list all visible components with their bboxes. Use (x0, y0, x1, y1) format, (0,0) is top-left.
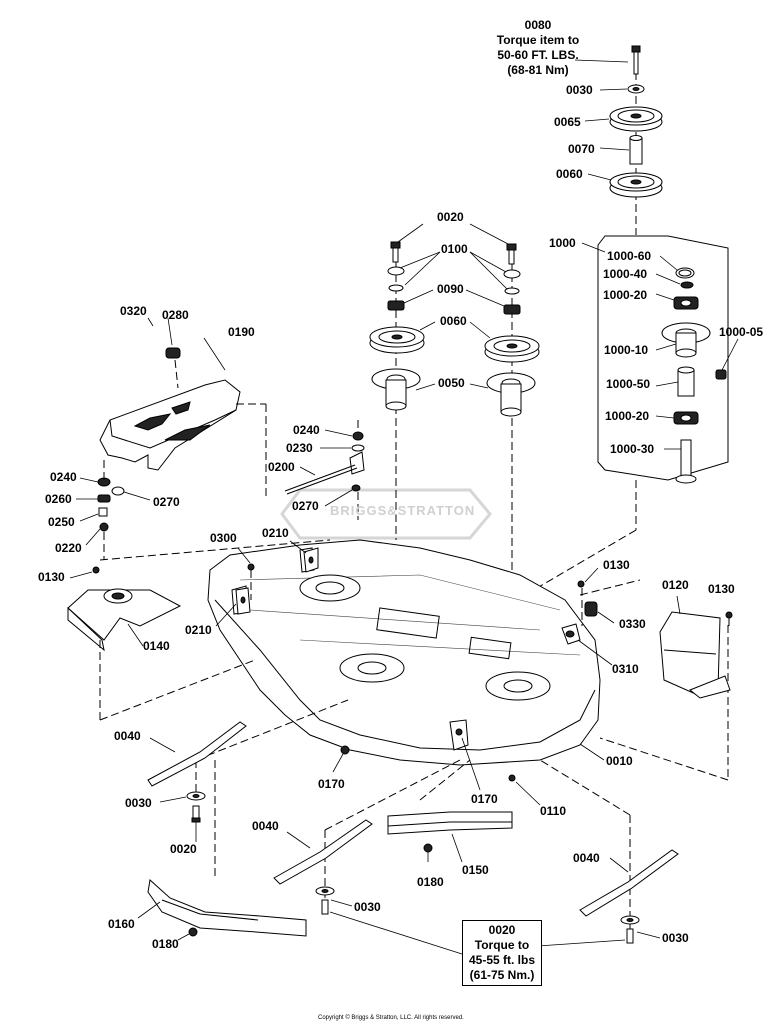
torque-note-bottom: 0020 Torque to 45-55 ft. lbs (61-75 Nm.) (462, 920, 542, 986)
part-label-0160: 0160 (108, 917, 135, 931)
part-label-0070: 0070 (568, 142, 595, 156)
part-label-0180-a: 0180 (417, 875, 444, 889)
part-label-0250: 0250 (48, 515, 75, 529)
part-label-0040-a: 0040 (114, 729, 141, 743)
part-label-1000-10: 1000-10 (604, 343, 649, 357)
deck-brackets (215, 540, 319, 627)
copyright-notice: Copyright © Briggs & Stratton, LLC. All … (318, 1015, 464, 1021)
part-label-0300: 0300 (210, 531, 237, 545)
part-label-0110: 0110 (540, 804, 567, 818)
part-label-0120: 0120 (662, 578, 689, 592)
part-label-0190: 0190 (228, 325, 255, 339)
pivot-hardware-left (76, 460, 151, 560)
part-label-0040-c: 0040 (573, 851, 600, 865)
deck-fasteners (332, 737, 541, 806)
blade-left (147, 721, 247, 842)
part-label-0060-top: 0060 (556, 167, 583, 181)
part-label-0180-b: 0180 (152, 937, 179, 951)
part-label-0030-top: 0030 (566, 83, 593, 97)
part-label-0240-a: 0240 (293, 423, 320, 437)
part-label-0210-b: 0210 (185, 623, 212, 637)
part-label-0140: 0140 (143, 639, 170, 653)
watermark-emblem (280, 488, 492, 540)
part-label-1000-50: 1000-50 (606, 377, 651, 391)
part-label-0310: 0310 (612, 662, 639, 676)
blade-middle (273, 819, 373, 915)
part-label-0065: 0065 (554, 115, 581, 129)
part-label-1000: 1000 (549, 236, 576, 250)
part-label-1000-20b: 1000-20 (605, 409, 650, 423)
leaders-top (574, 59, 630, 181)
blade-guard-0160 (137, 879, 307, 941)
part-label-0090: 0090 (437, 282, 464, 296)
part-label-0030-c: 0030 (662, 931, 689, 945)
idler-hardware (561, 567, 615, 666)
watermark-text: BRIGGS&STRATTON (330, 503, 476, 518)
torque-note-top-line2: 50-60 FT. LBS. (497, 48, 579, 62)
torque-note-top-code: 0080 (524, 18, 552, 32)
part-label-0200: 0200 (268, 460, 295, 474)
part-label-0020-a: 0020 (170, 842, 197, 856)
baffle-right (659, 595, 733, 699)
part-label-1000-40: 1000-40 (603, 267, 648, 281)
part-label-0130-c: 0130 (708, 582, 735, 596)
part-label-0270-a: 0270 (292, 499, 319, 513)
center-spindles (369, 223, 540, 600)
part-label-0240-b: 0240 (50, 470, 77, 484)
baffle-left (67, 566, 182, 652)
part-label-0150: 0150 (462, 863, 489, 877)
part-label-0330: 0330 (619, 617, 646, 631)
torque-note-bottom-line3: (61-75 Nm.) (469, 968, 535, 982)
part-label-0260: 0260 (45, 492, 72, 506)
part-label-1000-05: 1000-05 (719, 325, 764, 339)
blade-right (579, 849, 679, 944)
top-pulley-stack (609, 45, 663, 235)
torque-callout-leaders (329, 911, 626, 955)
part-label-0280: 0280 (162, 308, 189, 322)
part-label-0010: 0010 (606, 754, 633, 768)
part-label-0170-b: 0170 (471, 792, 498, 806)
part-label-0040-b: 0040 (252, 819, 279, 833)
rod-assembly (284, 420, 365, 520)
part-label-0030-b: 0030 (354, 900, 381, 914)
blade-guard-0150 (387, 811, 513, 863)
part-label-0050: 0050 (438, 376, 465, 390)
part-label-0130-a: 0130 (38, 570, 65, 584)
torque-note-top-line1: Torque item to (496, 33, 580, 47)
part-label-1000-60: 1000-60 (607, 249, 652, 263)
part-label-0020-top: 0020 (437, 210, 464, 224)
mower-deck (207, 539, 605, 766)
discharge-cover (99, 317, 267, 500)
part-label-1000-30: 1000-30 (610, 442, 655, 456)
torque-note-top-line3: (68-81 Nm) (507, 63, 569, 77)
part-label-0210-a: 0210 (262, 526, 289, 540)
part-label-0270-b: 0270 (153, 495, 180, 509)
part-label-0230: 0230 (286, 441, 313, 455)
torque-note-top: 0080 Torque item to 50-60 FT. LBS. (68-8… (478, 18, 598, 78)
part-label-0060-mid: 0060 (440, 314, 467, 328)
part-label-0320: 0320 (120, 304, 147, 318)
torque-note-bottom-line2: 45-55 ft. lbs (468, 953, 536, 967)
part-label-0100: 0100 (441, 242, 468, 256)
part-label-0130-b: 0130 (603, 558, 630, 572)
part-label-1000-20a: 1000-20 (603, 288, 648, 302)
part-label-0220: 0220 (55, 541, 82, 555)
part-label-0030-a: 0030 (125, 796, 152, 810)
part-label-0170-a: 0170 (318, 777, 345, 791)
torque-note-bottom-code: 0020 (488, 923, 516, 937)
spindle-kit-box (581, 235, 739, 484)
dashed-guides (99, 539, 729, 930)
torque-note-bottom-line1: Torque to (474, 938, 530, 952)
